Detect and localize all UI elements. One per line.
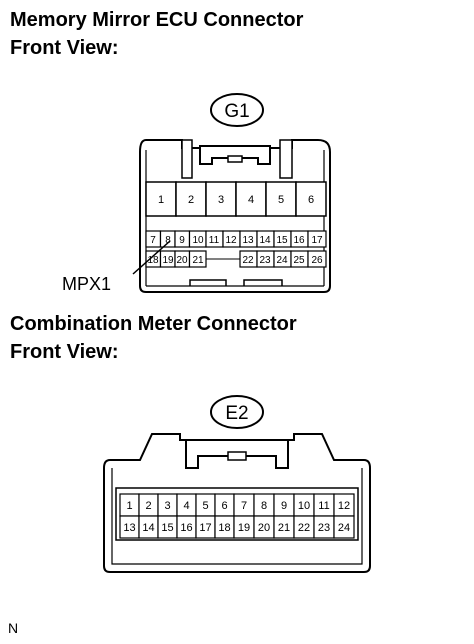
e2-pin-number: 23 [318,522,330,534]
connector-e2: E2 1 2 3 4 5 6 7 [103,395,371,573]
e2-pin-number: 12 [338,500,350,512]
g1-pin-number: 5 [278,194,284,206]
e2-pin-number: 15 [161,522,173,534]
g1-label-bubble [210,93,264,127]
g1-pin-number: 20 [176,255,188,266]
combination-meter-title: Combination Meter Connector Front View: [10,310,297,366]
e2-inner-wall [111,468,363,565]
e2-label: E2 [225,403,248,424]
memory-mirror-title-line1: Memory Mirror ECU Connector [10,9,304,31]
g1-pin-number: 17 [311,235,323,246]
e2-pin-number: 13 [123,522,135,534]
g1-pin-number: 21 [192,255,204,266]
combination-meter-title-line1: Combination Meter Connector [10,313,297,335]
e2-pin-number: 4 [183,500,189,512]
g1-pin-number: 10 [192,235,204,246]
e2-pin-number: 17 [199,522,211,534]
g1-pin-number: 8 [165,235,171,246]
g1-pin-box [295,181,327,217]
g1-row1: 1 2 3 4 5 6 [145,181,327,217]
e2-pin-number: 18 [218,522,230,534]
e2-pin-number: 3 [164,500,170,512]
e2-lock-tab [227,451,247,461]
e2-pin-number: 6 [221,500,227,512]
g1-right-latch [279,139,293,179]
e2-label-bubble [210,395,264,429]
e2-pin-number: 11 [318,500,329,512]
combination-meter-title-line2: Front View: [10,341,119,363]
e2-pin-number: 10 [298,500,310,512]
g1-pin-number: 12 [225,235,237,246]
g1-pin-number: 16 [293,235,305,246]
g1-pin-box [307,250,327,268]
g1-pin-number: 4 [248,194,254,206]
e2-pin-number: 19 [238,522,250,534]
g1-pin-number: 15 [276,235,288,246]
e2-pin-number: 8 [261,500,267,512]
e2-row2: 13 14 15 16 17 18 19 20 21 22 23 24 [119,515,355,539]
g1-pin-box [235,181,267,217]
g1-pin-number: 22 [242,255,254,266]
g1-pin-number: 24 [276,255,288,266]
e2-pin-number: 20 [258,522,270,534]
g1-pin-number: 26 [311,255,323,266]
e2-pin-number: 16 [180,522,192,534]
memory-mirror-title: Memory Mirror ECU Connector Front View: [10,6,303,62]
g1-pin-number: 25 [293,255,305,266]
g1-pin-number: 6 [308,194,314,206]
g1-pin-box [205,181,237,217]
connector-g1: G1 1 2 3 4 5 6 [62,93,331,294]
e2-pin-number: 24 [338,522,350,534]
e2-pin-number: 22 [298,522,310,534]
e2-pin-number: 2 [145,500,151,512]
mpx1-callout: MPX1 [62,274,111,294]
g1-pin-number: 19 [162,255,174,266]
e2-row1: 1 2 3 4 5 6 7 8 9 10 11 12 [119,493,355,517]
e2-pin-box [333,515,355,539]
g1-pin-number: 23 [259,255,271,266]
g1-lock-tab [227,155,243,163]
g1-bottom-notch [189,279,283,286]
g1-pin-number: 18 [147,255,159,266]
e2-pin-number: 7 [241,500,247,512]
g1-pin-number: 9 [179,235,185,246]
e2-pin-number: 14 [142,522,154,534]
e2-pin-number: 1 [126,500,132,512]
g1-pin-box [307,230,327,248]
e2-pin-number: 5 [202,500,208,512]
g1-pin-number: 11 [209,235,220,246]
g1-label: G1 [224,101,249,122]
g1-pin-box [265,181,297,217]
memory-mirror-title-line2: Front View: [10,37,119,59]
g1-top-lock [199,145,271,165]
e2-pin-number: 9 [281,500,287,512]
g1-pin-number: 14 [259,235,271,246]
mpx1-leader-line [132,240,171,275]
g1-pin-number: 2 [188,194,194,206]
g1-pin-box [175,181,207,217]
g1-left-latch [181,139,193,179]
g1-row2: 7 8 9 10 11 12 13 14 15 16 17 [145,230,327,248]
g1-row3: 18 19 20 21 22 23 24 25 26 [145,250,327,268]
e2-pin-number: 21 [278,522,290,534]
g1-pin-number: 7 [150,235,156,246]
g1-pin-number: 13 [242,235,254,246]
g1-pin-number: 3 [218,194,224,206]
footer-code: N [8,620,19,636]
g1-pin-number: 1 [158,194,164,206]
